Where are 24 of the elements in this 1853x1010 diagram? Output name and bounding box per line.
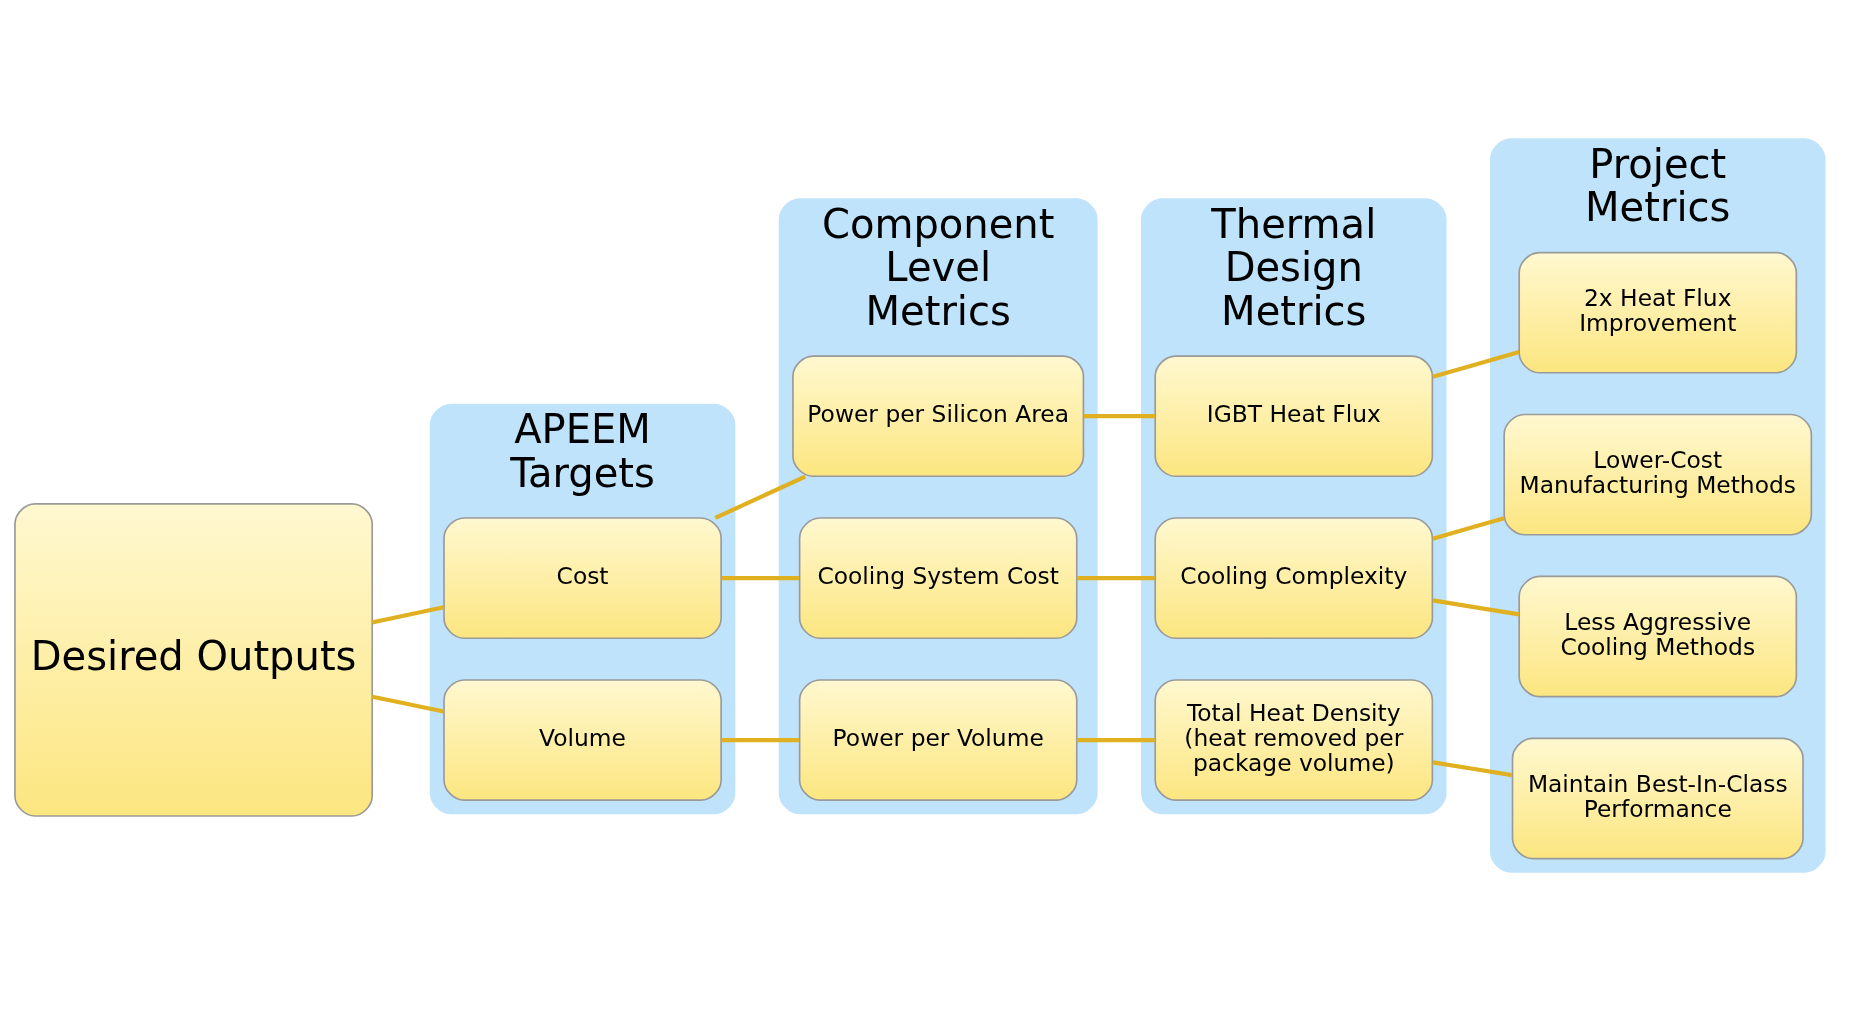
node-box: Desired Outputs — [14, 502, 374, 817]
connector — [714, 474, 807, 520]
node-box: 2x Heat Flux Improvement — [1518, 251, 1798, 374]
connector — [721, 575, 800, 580]
connector — [721, 737, 800, 742]
node-box: Lower-Cost Manufacturing Methods — [1503, 413, 1813, 536]
connector — [1432, 597, 1520, 616]
node-box: Power per Silicon Area — [792, 354, 1085, 477]
connector — [371, 604, 445, 624]
node-box: Total Heat Density (heat removed per package volume) — [1154, 678, 1434, 801]
node-box: IGBT Heat Flux — [1154, 354, 1434, 477]
node-box: Volume — [443, 678, 722, 801]
connector — [1077, 737, 1155, 742]
connector — [371, 694, 445, 714]
node-box: Maintain Best-In-Class Performance — [1511, 737, 1804, 859]
connector — [1432, 515, 1505, 541]
node-box: Less Aggressive Cooling Methods — [1518, 575, 1798, 697]
connector — [1083, 413, 1156, 418]
connector — [1432, 759, 1513, 777]
node-box: Cooling Complexity — [1154, 516, 1434, 639]
node-box: Cooling System Cost — [798, 516, 1078, 639]
node-box: Cost — [443, 516, 722, 639]
connector — [1077, 575, 1155, 580]
node-box: Power per Volume — [798, 678, 1078, 801]
